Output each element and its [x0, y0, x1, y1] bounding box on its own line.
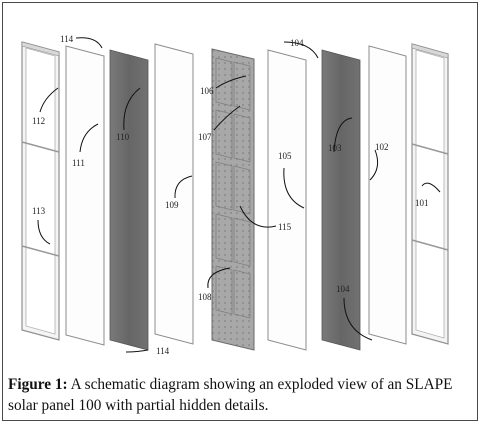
encapsulant-sheet-102 [368, 45, 407, 345]
label-112: 112 [32, 116, 45, 126]
leader-111 [79, 123, 99, 153]
label-109: 109 [165, 200, 179, 210]
figure-caption-text: A schematic diagram showing an exploded … [8, 376, 453, 414]
label-104-top: 104 [290, 38, 304, 48]
leader-113 [37, 219, 51, 245]
label-110: 110 [116, 132, 130, 142]
label-108: 108 [198, 292, 212, 302]
leader-115 [239, 205, 277, 228]
frame-layer-right [411, 43, 449, 345]
label-113: 113 [32, 206, 46, 216]
label-104-bottom: 104 [336, 284, 350, 294]
figure-caption-label: Figure 1: [8, 376, 68, 393]
backsheet-110 [109, 49, 149, 351]
encapsulant-sheet-105 [267, 49, 307, 351]
encapsulant-sheet-111 [65, 45, 105, 346]
leader-110 [123, 87, 141, 131]
exploded-view-diagram: 114 112 111 110 113 109 106 107 108 115 … [21, 34, 449, 356]
label-114-bottom: 114 [156, 346, 170, 356]
leader-107 [213, 105, 241, 131]
leader-112 [39, 87, 59, 113]
label-114-top: 114 [60, 34, 74, 44]
frame-layer-left [21, 41, 60, 341]
label-106: 106 [200, 86, 214, 96]
label-111: 111 [72, 158, 85, 168]
label-105: 105 [278, 151, 292, 161]
label-103: 103 [328, 143, 342, 153]
figure-caption: Figure 1: A schematic diagram showing an… [8, 374, 476, 416]
leader-104-bottom [343, 297, 373, 341]
leader-101 [421, 182, 441, 193]
solar-cell-layer [211, 48, 255, 351]
leader-114-bottom [125, 349, 149, 353]
leader-102 [369, 149, 379, 181]
label-102: 102 [375, 142, 389, 152]
leader-105 [283, 167, 305, 209]
leader-109 [174, 175, 193, 199]
label-107: 107 [198, 132, 212, 142]
label-101: 101 [415, 198, 429, 208]
leader-106 [215, 75, 247, 89]
leader-108 [207, 267, 231, 289]
dark-sheet-103 [321, 49, 361, 351]
leader-103 [333, 117, 353, 153]
leader-104-top [283, 41, 319, 59]
leader-lines [37, 37, 441, 353]
label-115: 115 [278, 222, 292, 232]
encapsulant-sheet-109 [154, 43, 194, 345]
leader-114-top [75, 37, 103, 49]
